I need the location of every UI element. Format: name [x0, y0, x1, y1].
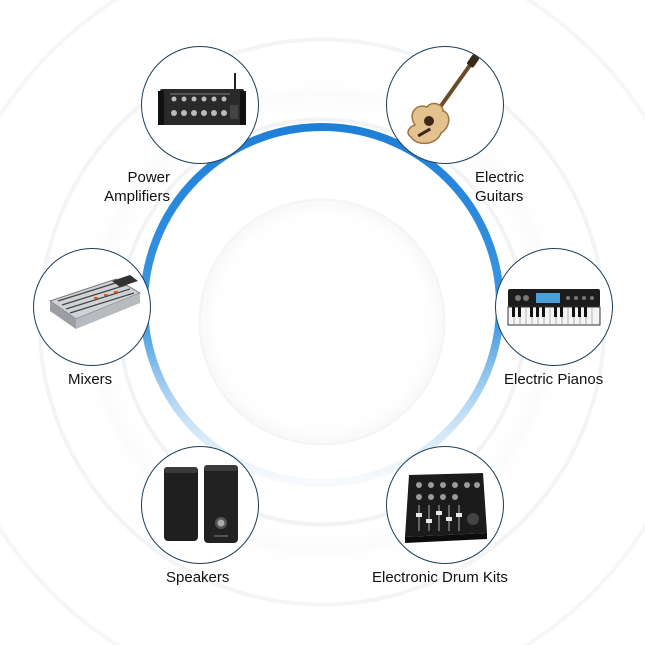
guitar-icon — [407, 54, 479, 145]
electric-pianos-label-line1: Electric Pianos — [504, 371, 604, 388]
power-amplifiers-label-line2: Amplifiers — [104, 188, 170, 205]
electric-guitars-label: Electric Guitars — [475, 168, 524, 206]
speakers-label: Speakers — [166, 568, 229, 587]
mixers-label-line1: Mixers — [68, 371, 113, 388]
mixers-label: Mixers — [68, 370, 112, 389]
speakers-circle — [141, 446, 259, 564]
electric-guitars-label-line1: Electric — [475, 169, 525, 186]
electric-guitars-label-line2: Guitars — [475, 188, 524, 205]
power-amplifier-circle — [141, 46, 259, 164]
power-amplifiers-label: Power Amplifiers — [96, 168, 170, 206]
mixer-circle — [33, 248, 151, 366]
speaker-icon — [164, 465, 238, 543]
electronic-drum-circle — [386, 446, 504, 564]
electric-pianos-label: Electric Pianos — [504, 370, 603, 389]
electric-piano-circle — [495, 248, 613, 366]
mixer-icon — [48, 275, 142, 329]
power-amplifiers-label-line1: Power — [127, 169, 170, 186]
electronic-drum-kits-label-line1: Electronic Drum Kits — [372, 569, 508, 586]
electronic-drum-kits-label: Electronic Drum Kits — [372, 568, 508, 587]
speakers-label-line1: Speakers — [166, 569, 230, 586]
drum-controller-icon — [405, 473, 487, 543]
power-amplifier-icon — [158, 73, 246, 125]
keyboard-icon — [507, 289, 601, 326]
electric-guitar-circle — [386, 46, 504, 164]
